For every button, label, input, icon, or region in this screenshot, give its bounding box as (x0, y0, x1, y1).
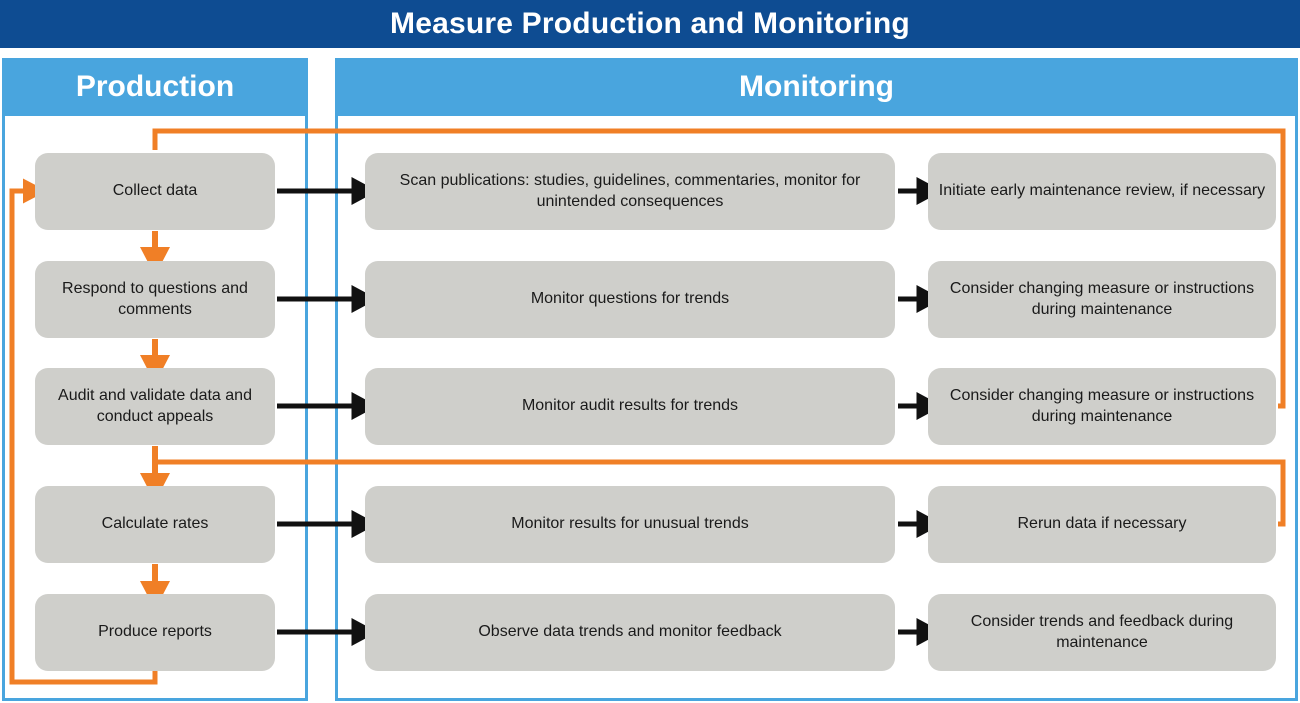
box-monitoring-mid-1[interactable]: Scan publications: studies, guidelines, … (365, 153, 895, 230)
box-production-1[interactable]: Collect data (35, 153, 275, 230)
panel-header-production-label: Production (75, 70, 235, 103)
box-monitoring-end-1[interactable]: Initiate early maintenance review, if ne… (928, 153, 1276, 230)
box-monitoring-mid-4[interactable]: Monitor results for unusual trends (365, 486, 895, 563)
page-title: Measure Production and Monitoring (390, 7, 910, 40)
box-production-3[interactable]: Audit and validate data and conduct appe… (35, 368, 275, 445)
panel-header-monitoring: Monitoring (335, 58, 1298, 116)
box-monitoring-mid-5[interactable]: Observe data trends and monitor feedback (365, 594, 895, 671)
diagram-title-bar: Measure Production and Monitoring (0, 0, 1300, 48)
box-production-2[interactable]: Respond to questions and comments (35, 261, 275, 338)
box-monitoring-end-2[interactable]: Consider changing measure or instruction… (928, 261, 1276, 338)
box-monitoring-end-4[interactable]: Rerun data if necessary (928, 486, 1276, 563)
box-monitoring-mid-3[interactable]: Monitor audit results for trends (365, 368, 895, 445)
box-monitoring-end-3[interactable]: Consider changing measure or instruction… (928, 368, 1276, 445)
panel-header-production: Production (2, 58, 308, 116)
box-production-4[interactable]: Calculate rates (35, 486, 275, 563)
box-monitoring-mid-2[interactable]: Monitor questions for trends (365, 261, 895, 338)
panel-header-monitoring-label: Monitoring (739, 70, 894, 103)
box-monitoring-end-5[interactable]: Consider trends and feedback during main… (928, 594, 1276, 671)
box-production-5[interactable]: Produce reports (35, 594, 275, 671)
